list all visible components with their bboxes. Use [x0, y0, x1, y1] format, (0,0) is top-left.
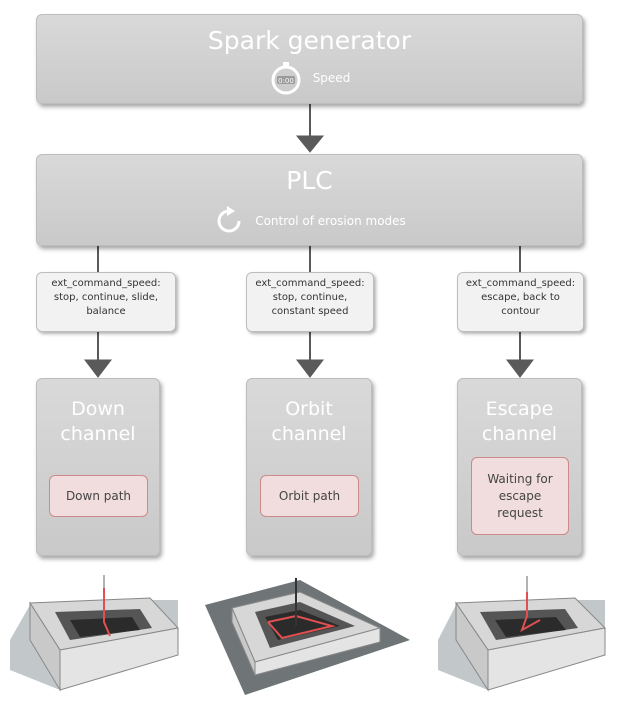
plc-title: PLC: [286, 166, 333, 195]
note-line: constant speed: [271, 306, 349, 317]
channel-title-line: channel: [271, 423, 347, 445]
down-erosion-illustration: [10, 575, 179, 692]
orbit-channel-title: Orbit channel: [247, 397, 371, 447]
escape-path-box: Waiting for escape request: [471, 457, 569, 535]
down-path-label: Down path: [65, 488, 132, 503]
note-line: ext_command_speed:: [51, 278, 161, 289]
spark-generator-box: Spark generator 0:00 Speed: [36, 14, 583, 104]
stopwatch-readout: 0:00: [278, 77, 294, 85]
orbit-path-box: Orbit path: [260, 475, 359, 517]
note-line: ext_command_speed:: [255, 278, 365, 289]
orbit-command-note: ext_command_speed: stop, continue, const…: [246, 272, 374, 332]
spark-generator-sub: Speed: [312, 71, 351, 85]
refresh-icon: [213, 205, 245, 237]
escape-path-line: Waiting for: [487, 471, 553, 486]
escape-path-line: request: [497, 505, 543, 520]
escape-erosion-illustration: [438, 576, 607, 692]
orbit-channel-box: Orbit channel: [246, 378, 372, 556]
channel-title-line: Down: [71, 398, 125, 420]
stopwatch-icon: 0:00: [269, 61, 303, 95]
down-channel-box: Down channel: [36, 378, 160, 556]
channel-title-line: channel: [60, 423, 136, 445]
plc-box: PLC Control of erosion modes: [36, 154, 583, 246]
down-command-note: ext_command_speed: stop, continue, slide…: [36, 272, 176, 332]
note-line: balance: [86, 306, 126, 317]
note-line: stop, continue,: [272, 292, 348, 303]
note-line: contour: [501, 306, 540, 317]
note-line: ext_command_speed:: [465, 278, 576, 289]
note-line: escape, back to: [481, 292, 560, 303]
arrow-to-orbit-channel: [295, 359, 325, 378]
arrow-to-down-channel: [83, 359, 113, 378]
down-channel-title: Down channel: [37, 397, 159, 447]
down-path-box: Down path: [49, 475, 148, 517]
arrow-spark-to-plc: [295, 135, 325, 153]
spark-generator-title: Spark generator: [207, 26, 412, 55]
channel-title-line: channel: [481, 423, 558, 445]
orbit-erosion-illustration: [205, 578, 410, 695]
arrow-to-escape-channel: [505, 359, 535, 378]
channel-title-line: Escape: [485, 398, 554, 420]
escape-channel-title: Escape channel: [458, 397, 581, 447]
orbit-path-label: Orbit path: [278, 488, 341, 503]
note-line: stop, continue, slide,: [53, 292, 159, 303]
escape-path-line: escape: [498, 488, 542, 503]
channel-title-line: Orbit: [285, 398, 333, 420]
plc-sub: Control of erosion modes: [255, 214, 406, 228]
escape-command-note: ext_command_speed: escape, back to conto…: [457, 272, 584, 332]
